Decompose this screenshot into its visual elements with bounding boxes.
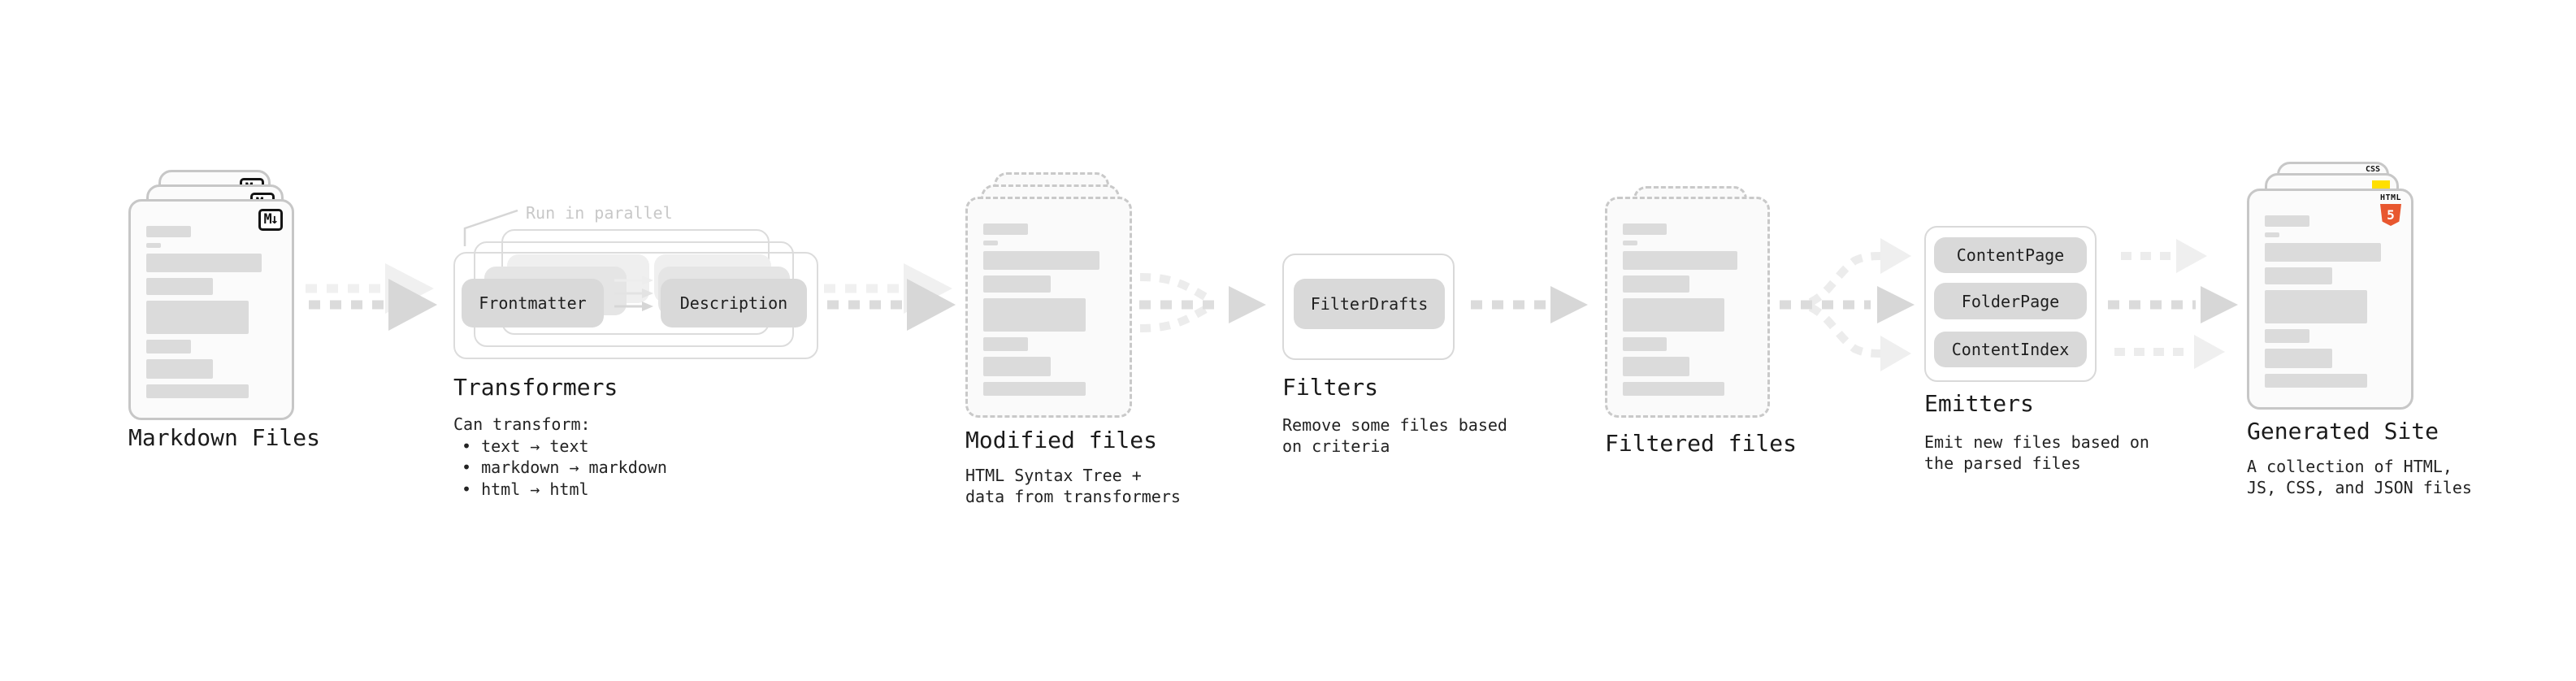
skeleton-bar xyxy=(983,298,1086,332)
emitter-node-folderpage: FolderPage xyxy=(1934,283,2087,319)
doc-skeleton-lines xyxy=(1623,223,1753,401)
markdown-icon: M↓ xyxy=(258,209,283,231)
skeleton-bar xyxy=(1623,298,1724,332)
skeleton-bar xyxy=(2265,215,2310,227)
skeleton-bar xyxy=(2265,349,2332,368)
desc-line: HTML Syntax Tree + xyxy=(965,466,1142,485)
arrow-markdown-to-transformers-ghost xyxy=(306,263,434,314)
desc-line: A collection of HTML, xyxy=(2247,457,2452,476)
skeleton-bar xyxy=(2265,290,2368,323)
stage-label-modified-files: Modified files xyxy=(965,427,1158,453)
skeleton-bar xyxy=(146,278,214,295)
skeleton-bar xyxy=(983,251,1099,270)
emitter-node-contentpage: ContentPage xyxy=(1934,237,2087,273)
doc-skeleton-lines xyxy=(2265,215,2396,393)
skeleton-bar xyxy=(983,337,1029,351)
arrow-modified-to-filters xyxy=(1139,273,1266,332)
filtered-file-sheet-front xyxy=(1605,197,1770,418)
skeleton-bar xyxy=(983,357,1051,376)
skeleton-bar xyxy=(146,340,191,354)
skeleton-bar xyxy=(1623,337,1667,351)
transformers-desc-title: Can transform: xyxy=(453,414,591,434)
html5-icon-word: HTML xyxy=(2379,193,2402,202)
html5-icon: HTML 5 xyxy=(2378,194,2404,226)
skeleton-bar xyxy=(1623,357,1689,376)
stage-label-emitters: Emitters xyxy=(1924,390,2034,417)
transformers-bullet: • html → html xyxy=(462,479,589,499)
arrow-markdown-to-transformers xyxy=(309,279,437,331)
emitters-desc: Emit new files based on the parsed files xyxy=(1924,432,2149,474)
js-badge xyxy=(2372,180,2390,190)
desc-line: the parsed files xyxy=(1924,453,2081,473)
skeleton-bar xyxy=(983,275,1051,293)
skeleton-bar xyxy=(146,243,161,248)
skeleton-bar xyxy=(1623,382,1724,396)
html5-icon-number: 5 xyxy=(2387,207,2395,223)
filters-desc: Remove some files based on criteria xyxy=(1282,414,1507,457)
transformers-box-front xyxy=(453,252,818,359)
stage-label-generated-site: Generated Site xyxy=(2247,418,2439,445)
modified-files-desc: HTML Syntax Tree + data from transformer… xyxy=(965,465,1181,507)
skeleton-bar xyxy=(1623,223,1667,235)
arrow-transformers-to-modified-ghost xyxy=(824,263,952,314)
skeleton-bar xyxy=(146,301,249,334)
skeleton-bar xyxy=(2265,232,2279,237)
skeleton-bar xyxy=(1623,251,1737,270)
skeleton-bar xyxy=(983,241,998,245)
skeleton-bar xyxy=(1623,275,1689,293)
modified-file-sheet-front xyxy=(965,197,1132,418)
doc-skeleton-lines xyxy=(983,223,1115,401)
skeleton-bar xyxy=(983,223,1029,235)
doc-skeleton-lines xyxy=(146,226,277,404)
skeleton-bar xyxy=(146,226,191,237)
transformer-node-frontmatter: Frontmatter xyxy=(462,279,604,327)
skeleton-bar xyxy=(983,382,1086,396)
arrow-filters-to-filtered xyxy=(1471,286,1588,323)
skeleton-bar xyxy=(2265,267,2332,284)
skeleton-bar xyxy=(2265,243,2381,262)
arrow-filtered-to-emitters xyxy=(1780,238,1915,371)
skeleton-bar xyxy=(146,384,249,398)
transformer-node-description: Description xyxy=(661,279,807,327)
desc-line: data from transformers xyxy=(965,487,1181,506)
desc-line: JS, CSS, and JSON files xyxy=(2247,478,2472,497)
markdown-file-sheet-front: M↓ xyxy=(128,199,294,420)
stage-label-filtered-files: Filtered files xyxy=(1605,430,1798,457)
stage-label-filters: Filters xyxy=(1282,374,1379,401)
generated-site-desc: A collection of HTML, JS, CSS, and JSON … xyxy=(2247,456,2472,498)
arrow-emitters-to-site-top xyxy=(2121,239,2207,273)
arrow-emitters-to-site-mid xyxy=(2108,286,2238,323)
skeleton-bar xyxy=(146,359,214,379)
run-in-parallel-callout: Run in parallel xyxy=(526,203,673,223)
stage-label-transformers: Transformers xyxy=(453,374,618,401)
arrow-transformers-to-modified xyxy=(827,279,956,331)
emitter-node-contentindex: ContentIndex xyxy=(1934,332,2087,367)
desc-line: on criteria xyxy=(1282,436,1390,456)
generated-file-sheet-html: HTML 5 xyxy=(2247,189,2413,410)
desc-line: Remove some files based xyxy=(1282,415,1507,435)
transformers-bullet: • text → text xyxy=(462,436,589,456)
stage-label-markdown-files: Markdown Files xyxy=(128,424,321,451)
arrow-emitters-to-site-bottom xyxy=(2114,335,2225,369)
transformers-bullet: • markdown → markdown xyxy=(462,458,667,477)
skeleton-bar xyxy=(2265,374,2368,388)
skeleton-bar xyxy=(1623,241,1637,245)
skeleton-bar xyxy=(146,254,262,272)
filter-node-filterdrafts: FilterDrafts xyxy=(1294,279,1445,329)
desc-line: Emit new files based on xyxy=(1924,432,2149,452)
skeleton-bar xyxy=(2265,329,2310,343)
